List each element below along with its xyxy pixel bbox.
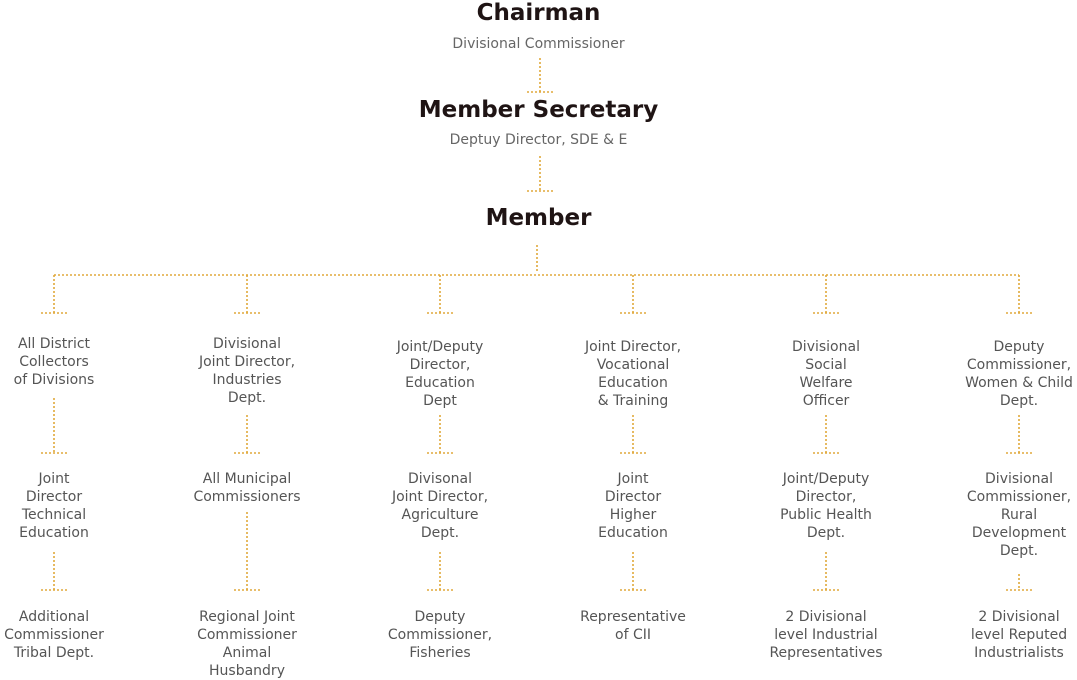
node-municipal-commissioners: All Municipal Commissioners bbox=[193, 471, 301, 505]
node-public-health: Joint/Deputy Director, Public Health Dep… bbox=[780, 471, 872, 541]
node-agriculture-dept: Divisonal Joint Director, Agriculture De… bbox=[391, 471, 489, 541]
member-secretary-subtitle: Deptuy Director, SDE & E bbox=[449, 132, 628, 148]
node-animal-husbandry: Regional Joint Commissioner Animal Husba… bbox=[197, 609, 297, 679]
member-title: Member bbox=[485, 205, 592, 231]
node-education-dept: Joint/Deputy Director, Education Dept bbox=[396, 339, 484, 409]
node-joint-director-technical-education: Joint Director Technical Education bbox=[19, 471, 89, 541]
chairman-title: Chairman bbox=[476, 0, 601, 26]
node-district-collectors: All District Collectors of Divisions bbox=[13, 336, 95, 388]
node-representative-cii: Representative of CII bbox=[580, 609, 686, 643]
chairman-subtitle: Divisional Commissioner bbox=[452, 36, 625, 52]
member-secretary-title: Member Secretary bbox=[418, 97, 659, 123]
node-industrial-representatives: 2 Divisional level Industrial Representa… bbox=[769, 609, 883, 661]
node-social-welfare: Divisional Social Welfare Officer bbox=[792, 339, 860, 409]
node-fisheries: Deputy Commissioner, Fisheries bbox=[387, 609, 493, 661]
node-rural-development: Divisional Commissioner, Rural Developme… bbox=[966, 471, 1072, 559]
node-reputed-industrialists: 2 Divisional level Reputed Industrialist… bbox=[970, 609, 1068, 661]
node-vocational-education: Joint Director, Vocational Education & T… bbox=[584, 339, 682, 409]
node-higher-education: Joint Director Higher Education bbox=[598, 471, 668, 541]
node-additional-commissioner-tribal: Additional Commissioner Tribal Dept. bbox=[4, 609, 104, 661]
node-joint-director-industries: Divisional Joint Director, Industries De… bbox=[198, 336, 296, 406]
node-women-child-dept: Deputy Commissioner, Women & Child Dept. bbox=[965, 339, 1073, 409]
